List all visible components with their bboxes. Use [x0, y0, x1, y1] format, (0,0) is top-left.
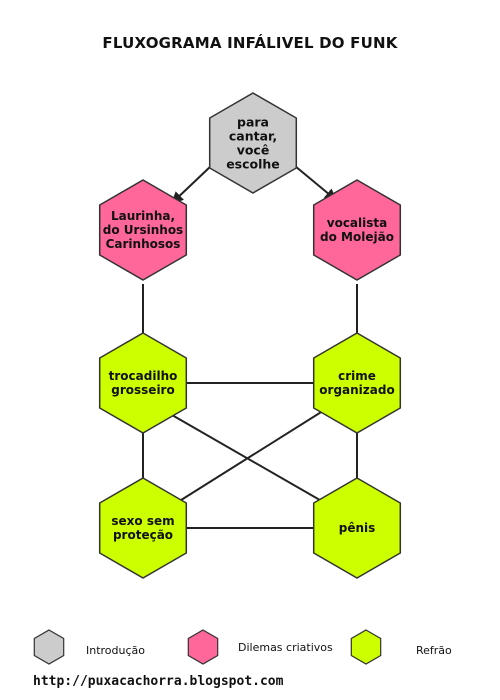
node-start-label-line: escolhe	[226, 156, 280, 171]
node-penis: pênis	[312, 477, 402, 579]
node-crime-label-line: organizado	[319, 383, 394, 397]
node-laurinha-label-line: do Ursinhos	[103, 223, 183, 237]
legend-swatch-intro	[33, 629, 65, 665]
footer-url: http://puxacachorra.blogspot.com	[33, 674, 284, 689]
edge-start-laurinha	[171, 165, 212, 204]
node-laurinha-label-line: Laurinha,	[111, 209, 175, 223]
node-vocalista-hexagon	[312, 179, 402, 281]
node-start-label-line: para	[237, 114, 269, 129]
node-crime-hexagon	[312, 332, 402, 434]
node-vocalista-label-line: vocalista	[327, 216, 387, 230]
legend-item-refrao: Refrão	[350, 629, 452, 665]
node-trocadilho-label-line: grosseiro	[111, 383, 174, 397]
legend-item-intro: Introdução	[33, 629, 145, 665]
edge-sexo-crime	[169, 403, 336, 508]
node-laurinha-hexagon	[98, 179, 188, 281]
legend-swatch-refrao	[350, 629, 382, 665]
node-vocalista-label-line: do Molejão	[320, 230, 394, 244]
node-trocadilho-hexagon	[98, 332, 188, 434]
legend-swatch-dilema	[187, 629, 219, 665]
node-sexo-label-line: sexo sem	[111, 514, 174, 528]
edge-start-vocalista	[294, 165, 337, 201]
node-penis-label-line: pênis	[339, 521, 376, 535]
edge-trocadilho-penis	[171, 414, 334, 508]
legend-label-dilema: Dilemas criativos	[238, 641, 333, 654]
node-start-hexagon	[208, 92, 298, 194]
legend-item-dilema: Dilemas criativos	[187, 629, 333, 665]
node-sexo-label-line: proteção	[113, 528, 173, 542]
node-sexo-hexagon	[98, 477, 188, 579]
node-trocadilho-label-line: trocadilho	[109, 369, 178, 383]
legend-label-refrao: Refrão	[416, 644, 452, 657]
node-start-label-line: você	[237, 142, 270, 157]
node-crime-label-line: crime	[338, 369, 376, 383]
node-start-label-line: cantar,	[229, 128, 277, 143]
legend-label-intro: Introdução	[86, 644, 145, 657]
node-penis-hexagon	[312, 477, 402, 579]
diagram-title: FLUXOGRAMA INFÁLIVEL DO FUNK	[102, 34, 398, 52]
node-laurinha-label-line: Carinhosos	[106, 237, 181, 251]
